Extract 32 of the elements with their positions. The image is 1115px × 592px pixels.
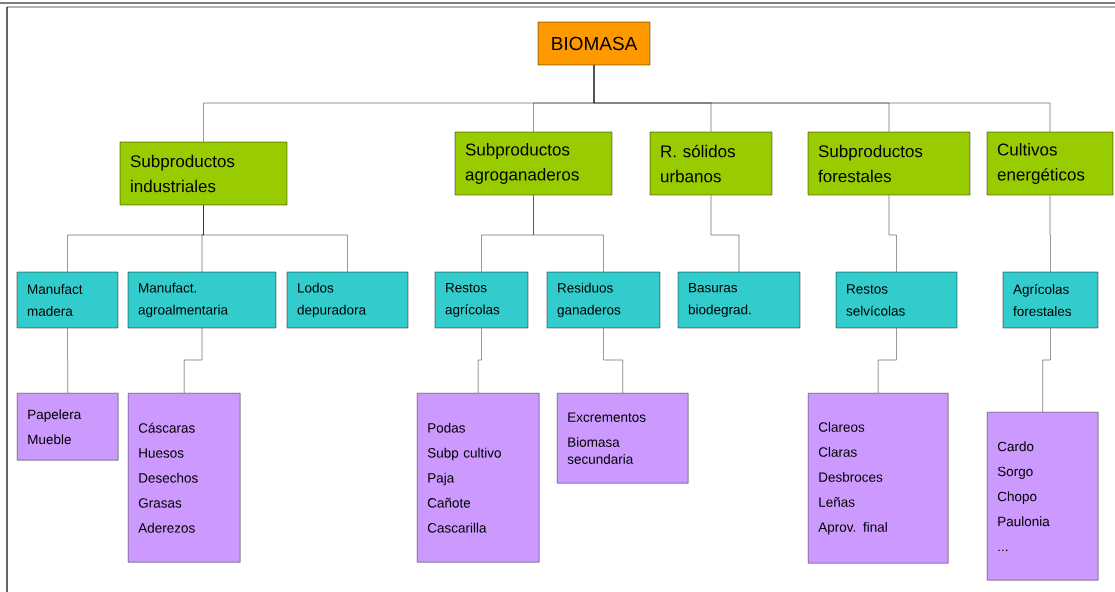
subcategory-box: Lodos depuradora <box>286 271 409 329</box>
subcategory-box: Residuos ganaderos <box>546 271 661 329</box>
connector-line <box>1049 195 1051 272</box>
connector-line <box>1042 328 1051 413</box>
subcategory-box: Agrícolas forestales <box>1002 271 1099 329</box>
item-list-box: Podas Subp cultivo Paja Cañote Cascarilla <box>417 393 540 563</box>
subcategory-box: Restos agrícolas <box>434 271 529 329</box>
item-list-box: Cáscaras Huesos Desechos Grasas Aderezos <box>128 393 241 563</box>
connector-line <box>593 65 1051 132</box>
category-box: Cultivos energéticos <box>986 131 1114 196</box>
connector-line <box>67 328 68 394</box>
item-list-box: Clareos Claras Desbroces Leñas Aprov. final <box>808 393 949 564</box>
category-box: Subproductos industriales <box>119 141 288 206</box>
subcategory-box: Basuras biodegrad. <box>677 271 801 329</box>
connector-line <box>878 328 897 394</box>
root-box: BIOMASA <box>537 21 651 66</box>
category-box: Subproductos forestales <box>807 131 971 196</box>
subcategory-box: Manufact madera <box>16 271 119 329</box>
item-list-box: Cardo Sorgo Chopo Paulonia ... <box>987 412 1099 581</box>
connector-line <box>710 195 740 272</box>
category-box: R. sólidos urbanos <box>649 131 773 196</box>
item-list-box: Papelera Mueble <box>17 393 119 461</box>
connector-line <box>603 328 623 394</box>
connector-line <box>203 205 348 272</box>
subcategory-box: Restos selvícolas <box>835 271 958 329</box>
category-box: Subproductos agroganaderos <box>454 131 613 196</box>
connector-line <box>478 328 482 394</box>
subcategory-box: Manufact. agroalmentaria <box>127 271 277 329</box>
item-list-box: Excrementos Biomasa secundaria <box>557 393 689 484</box>
connector-line <box>888 195 897 272</box>
connector-line <box>533 195 604 272</box>
connector-line <box>184 328 203 394</box>
